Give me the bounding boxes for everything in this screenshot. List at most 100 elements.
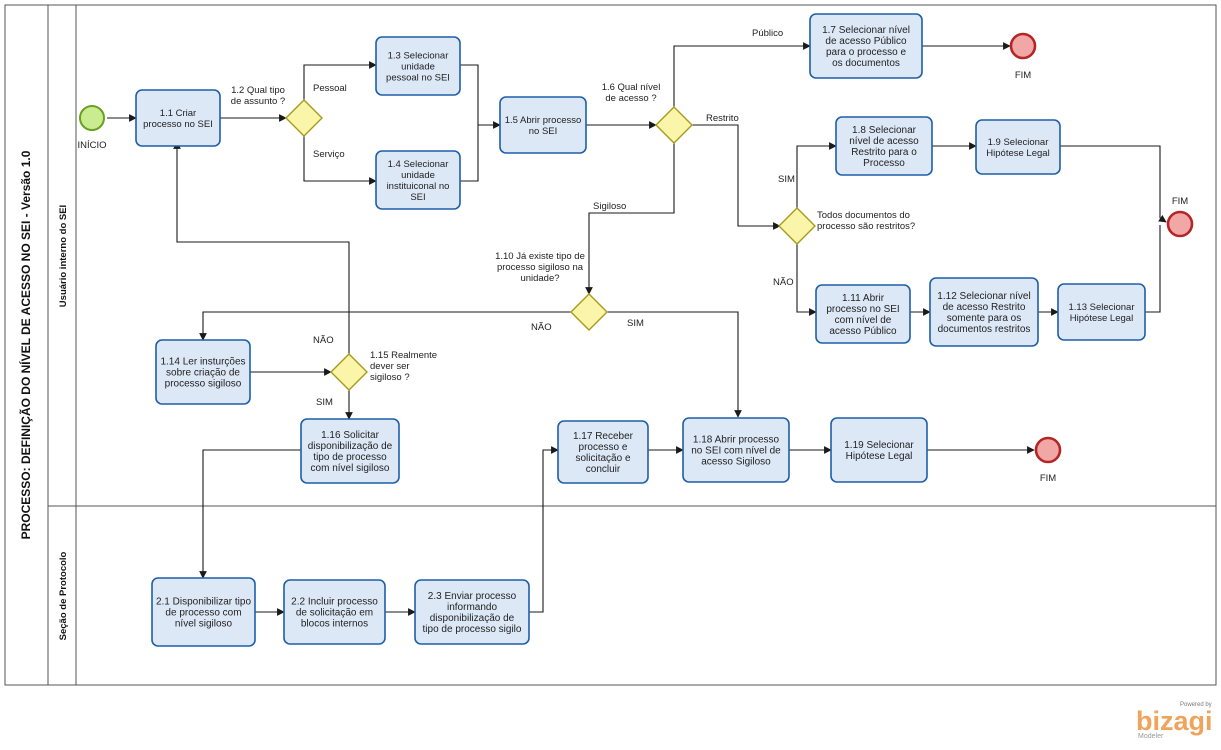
flow-1-13-to-fim xyxy=(1145,225,1161,313)
flow-pessoal xyxy=(303,61,377,100)
flow-1-16-to-2-1 xyxy=(199,449,301,579)
flow-1-9-to-fim xyxy=(1060,145,1167,223)
flow-label-pessoal: Pessoal xyxy=(313,83,347,94)
task-label-line: Hipótese Legal xyxy=(1070,313,1133,324)
task-label-line: no SEI com nível de xyxy=(691,446,781,457)
task-label-line: nível sigiloso xyxy=(175,619,233,630)
task-box xyxy=(499,96,587,154)
task-label-line: 1.13 Selecionar xyxy=(1068,302,1134,313)
task-label-line: processo sigiloso xyxy=(165,379,242,390)
task-box xyxy=(835,116,933,176)
task-label-line: no SEI xyxy=(529,126,558,137)
flow-todos-sim xyxy=(796,142,837,208)
gateway-diamond xyxy=(285,99,323,137)
task-label-line: de acesso Restrito xyxy=(943,302,1026,313)
gateway-label-line: sigiloso ? xyxy=(370,372,410,383)
task-label-line: 2.1 Disponibilizar tipo xyxy=(156,597,251,608)
end-event-1-label: FIM xyxy=(1015,70,1031,81)
flow-1-10-nao xyxy=(199,311,571,341)
task-label-line: tipo de processo sigilo xyxy=(423,624,522,635)
task-label-line: processo e xyxy=(579,442,628,453)
gateway-label-line: de acesso ? xyxy=(605,93,656,104)
flow-labels: Pessoal Serviço Público Restrito Sigilos… xyxy=(313,28,795,408)
task-label-line: Hipótese Legal xyxy=(986,148,1049,159)
task-box xyxy=(975,119,1061,175)
gateway-diamond xyxy=(655,106,693,144)
task-label-line: 1.19 Selecionar xyxy=(844,440,914,451)
task-label-line: 1.9 Selecionar xyxy=(988,137,1049,148)
task-label-line: 1.18 Abrir processo xyxy=(693,435,780,446)
gateway-label-line: de assunto ? xyxy=(231,96,285,107)
flow-servico xyxy=(303,136,377,185)
flow-label-nao-todos: NÃO xyxy=(773,277,794,288)
flow-label-publico: Público xyxy=(752,28,783,39)
task-label-line: de acesso Público xyxy=(825,36,907,47)
task-box xyxy=(929,277,1039,347)
lane-label-protocol: Seção de Protocolo xyxy=(58,551,69,640)
gateway-label-line: 1.10 Já existe tipo de xyxy=(495,251,585,262)
task-label-line: processo no SEI xyxy=(826,304,899,315)
flow-label-nao-1-15: NÃO xyxy=(313,335,334,346)
flow-label-sim-todos: SIM xyxy=(778,174,795,185)
task-box xyxy=(300,418,400,484)
lane-label-user: Usuário interno do SEI xyxy=(58,205,69,307)
flow-label-restrito: Restrito xyxy=(706,113,739,124)
end-event-2-label: FIM xyxy=(1172,196,1188,207)
task-label-line: 1.1 Criar xyxy=(160,108,196,119)
gateway-diamond xyxy=(778,207,816,245)
task-label-line: 2.3 Enviar processo xyxy=(428,591,517,602)
end-event-3 xyxy=(1034,436,1062,464)
task-label-line: processo no SEI xyxy=(143,119,213,130)
task-label-line: 1.3 Selecionar xyxy=(388,51,449,62)
pool-border xyxy=(4,4,1217,686)
task-label-line: sobre criação de xyxy=(166,368,240,379)
task-label-line: 1.16 Solicitar xyxy=(321,430,379,441)
pool-title: PROCESSO: DEFINIÇÃO DO NÍVEL DE ACESSO N… xyxy=(18,150,33,539)
task-box xyxy=(155,339,251,405)
task-label-line: os documentos xyxy=(832,58,900,69)
gateway-label-line: unidade? xyxy=(520,273,559,284)
task-box xyxy=(815,284,911,344)
task-box xyxy=(135,89,221,147)
task-label-line: instituiconal no xyxy=(387,181,450,192)
flow-publico xyxy=(673,42,811,107)
task-label-line: blocos internos xyxy=(301,619,368,630)
powered-by-label: Powered by xyxy=(1180,702,1212,708)
task-box xyxy=(682,417,790,483)
gateway-label-line: 1.15 Realmente xyxy=(370,350,437,361)
task-label-line: de processo com xyxy=(165,608,241,619)
task-label-line: 1.11 Abrir xyxy=(842,293,885,304)
task-label-line: unidade xyxy=(401,62,435,73)
end-event-3-label: FIM xyxy=(1040,473,1056,484)
task-t2-3: 2.3 Enviar processoinformandodisponibili… xyxy=(414,579,530,645)
bizagi-logo: bizagi xyxy=(1136,706,1213,736)
task-box xyxy=(414,579,530,645)
flow-label-sim-1-10: SIM xyxy=(627,318,644,329)
task-label-line: pessoal no SEI xyxy=(386,73,450,84)
gateway-label-line: processo sigiloso na xyxy=(497,262,584,273)
task-label-line: 1.7 Selecionar nível xyxy=(822,25,910,36)
task-box xyxy=(283,579,386,645)
gateway-label-line: Todos documentos do xyxy=(817,210,910,221)
task-label-line: concluir xyxy=(586,464,621,475)
task-box xyxy=(375,36,461,96)
gateway-label-line: processo são restritos? xyxy=(817,221,915,232)
task-label-line: 1.14 Ler insturções xyxy=(160,357,245,368)
task-box xyxy=(375,150,461,210)
task-label-line: com nível de xyxy=(835,315,892,326)
flow-todos-nao xyxy=(796,244,817,316)
